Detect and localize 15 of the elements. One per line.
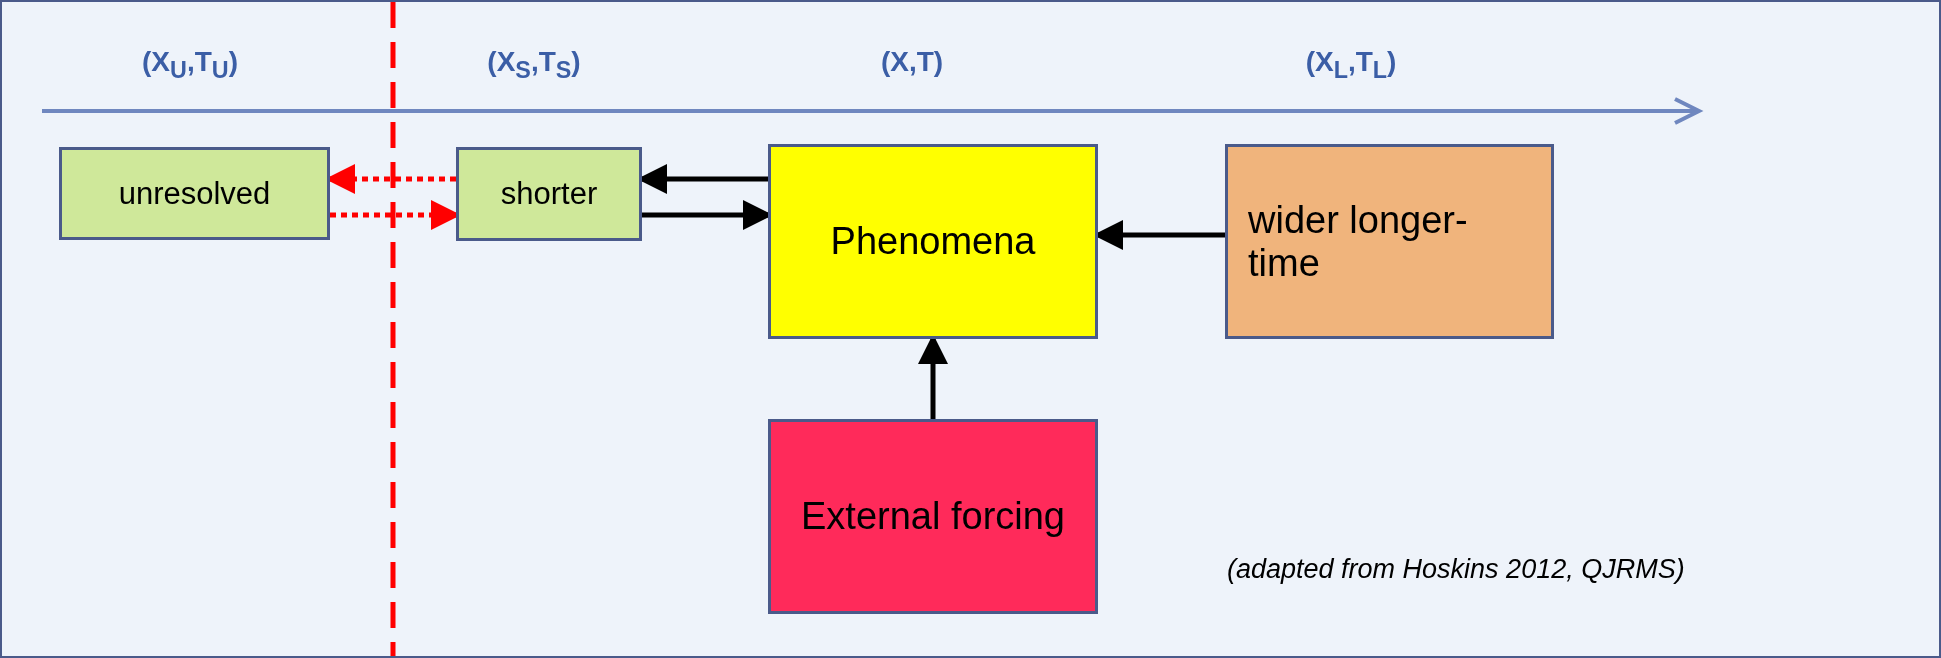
process-box (768, 419, 1098, 614)
scale-label: (X$_{L}$,T$_{L}$) (1305, 46, 1397, 84)
box-text: External forcing (801, 495, 1065, 538)
box-text: shorter (500, 176, 598, 212)
process-box (768, 144, 1098, 339)
process-box (59, 147, 330, 240)
scale-label: (X,T) (880, 46, 944, 78)
process-box (456, 147, 642, 241)
box-text: Phenomena (830, 220, 1036, 263)
source-note: (adapted from Hoskins 2012, QJRMS) (1227, 554, 1685, 585)
scale-label: (X$_{U}$,T$_{U}$) (142, 46, 238, 84)
scale-label: (X$_{S}$,T$_{S}$) (487, 46, 581, 84)
process-box (1225, 144, 1554, 339)
box-text: unresolved (118, 175, 271, 212)
box-text: wider longer-time (1248, 198, 1469, 285)
